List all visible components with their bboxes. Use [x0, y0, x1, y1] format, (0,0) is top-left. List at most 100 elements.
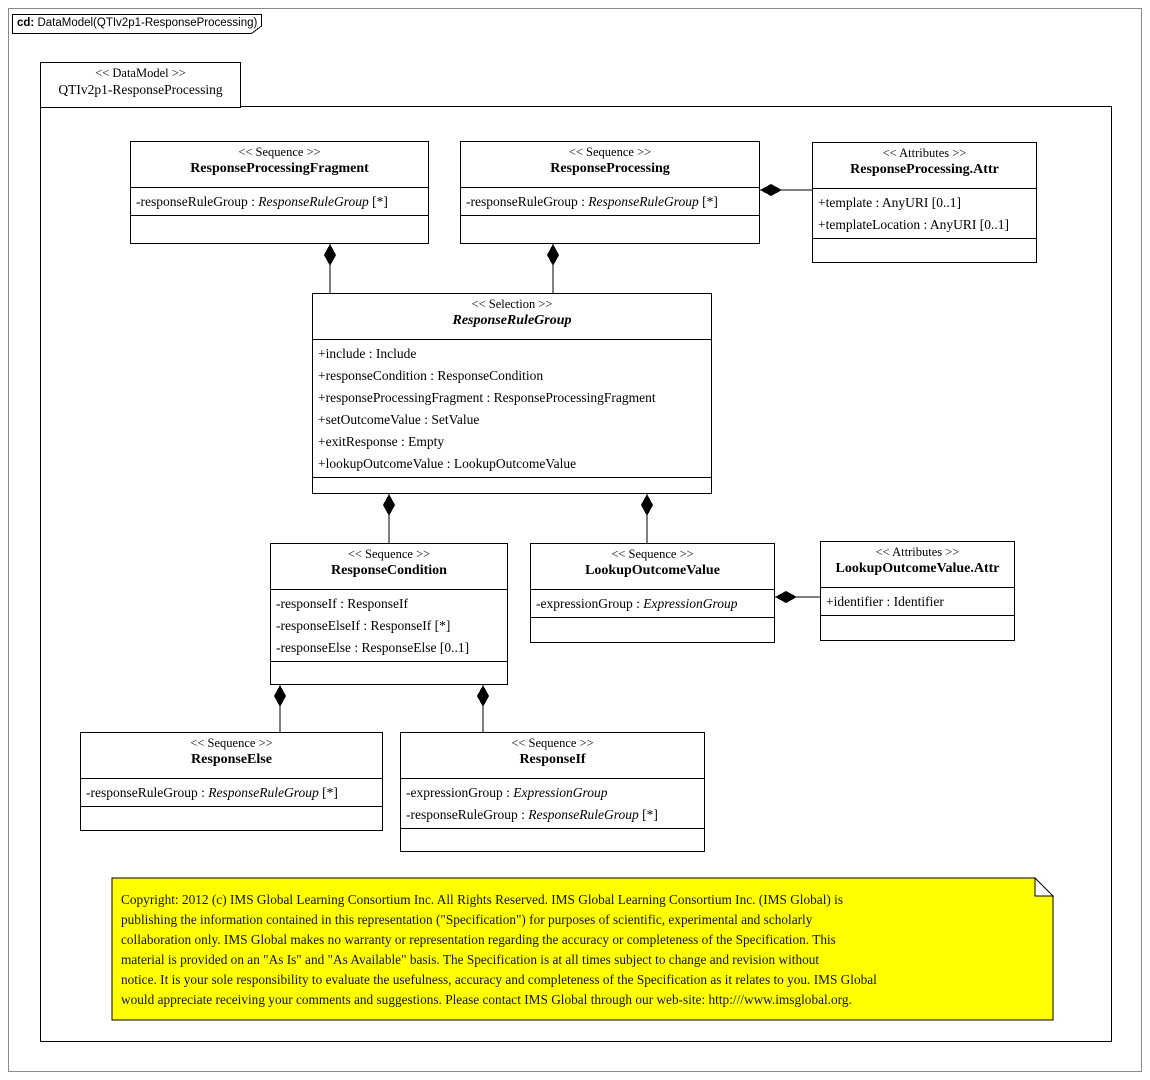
- class-box-response-if[interactable]: << Sequence >>ResponseIf-expressionGroup…: [400, 732, 705, 852]
- empty-compartment: [813, 238, 1036, 262]
- attribute-row: -responseRuleGroup : ResponseRuleGroup […: [466, 191, 756, 213]
- class-box-response-condition[interactable]: << Sequence >> ResponseCondition -response…: [270, 543, 508, 685]
- attribute-text: +setOutcomeValue : SetValue: [318, 412, 480, 427]
- copyright-note-line: material is provided on an "As Is" and "…: [121, 952, 820, 967]
- attribute-text: [*]: [638, 807, 658, 822]
- attribute-text: +responseCondition : ResponseCondition: [318, 368, 544, 383]
- frame-header[interactable]: << DataModel >> QTIv2p1-ResponseProcessi…: [40, 62, 241, 108]
- empty-compartment: [821, 615, 1014, 640]
- attributes-compartment: -expressionGroup : ExpressionGroup-respo…: [401, 778, 704, 828]
- attribute-row: -expressionGroup : ExpressionGroup: [536, 593, 771, 615]
- tab-prefix: cd:: [17, 17, 35, 29]
- attribute-row: -responseRuleGroup : ResponseRuleGroup […: [406, 804, 701, 826]
- class-stereotype: << Attributes >>: [875, 545, 960, 559]
- attribute-row: -responseRuleGroup : ResponseRuleGroup […: [136, 191, 425, 213]
- attribute-text: -responseElse : ResponseElse [0..1]: [276, 640, 470, 655]
- class-header: << Selection >>ResponseRuleGroup: [313, 294, 711, 339]
- attribute-text: -responseIf : ResponseIf: [276, 596, 408, 611]
- copyright-note-line: publishing the information contained in …: [121, 912, 813, 927]
- class-stereotype: << Sequence >>: [347, 547, 431, 561]
- attributes-compartment: +include : Include +responseCondition : R…: [313, 339, 711, 477]
- class-box-response-processing-fragment[interactable]: << Sequence >> ResponseProcessingFragment…: [130, 141, 429, 244]
- attribute-text: -responseRuleGroup :: [406, 807, 529, 822]
- class-stereotype: << Sequence >>: [511, 736, 594, 750]
- attribute-row: +lookupOutcomeValue : LookupOutcomeValue: [318, 453, 708, 475]
- attribute-text: -responseRuleGroup :: [86, 785, 209, 800]
- attribute-row: +responseCondition : ResponseCondition: [318, 365, 708, 387]
- class-name: LookupOutcomeValue.Attr: [835, 561, 1000, 576]
- attribute-row: +templateLocation : AnyURI [0..1]: [818, 214, 1033, 236]
- class-box-response-else[interactable]: << Sequence >>ResponseElse-responseRuleG…: [80, 732, 383, 831]
- attribute-text: ResponseRuleGroup: [208, 785, 319, 800]
- diagram-frame: [40, 106, 1112, 1042]
- class-stereotype: << Sequence >>: [238, 145, 321, 159]
- attribute-row: +setOutcomeValue : SetValue: [318, 409, 708, 431]
- attribute-text: -expressionGroup :: [536, 596, 644, 611]
- class-box-response-processing[interactable]: << Sequence >> ResponseProcessing -respons…: [460, 141, 760, 244]
- attribute-text: +template : AnyURI [0..1]: [818, 195, 961, 210]
- class-name: ResponseProcessing.Attr: [850, 162, 999, 177]
- attributes-compartment: -responseIf : ResponseIf -responseElseIf …: [271, 589, 507, 661]
- attribute-text: [*]: [368, 194, 388, 209]
- attributes-compartment: +template : AnyURI [0..1] +templateLocati…: [813, 188, 1036, 238]
- attribute-text: ExpressionGroup: [643, 596, 738, 611]
- attribute-text: +lookupOutcomeValue : LookupOutcomeValue: [318, 456, 577, 471]
- attribute-row: -responseElseIf : ResponseIf [*]: [276, 615, 504, 637]
- outer-border: [8, 8, 1142, 1072]
- attribute-row: -expressionGroup : ExpressionGroup: [406, 782, 701, 804]
- class-box-response-processing-attr[interactable]: << Attributes >> ResponseProcessing.Attr +…: [812, 142, 1037, 263]
- attributes-compartment: +identifier : Identifier: [821, 587, 1014, 615]
- attribute-text: -responseElseIf : ResponseIf [*]: [276, 618, 451, 633]
- class-box-response-rule-group[interactable]: << Selection >>ResponseRuleGroup+include…: [312, 293, 712, 494]
- class-header: << Attributes >> LookupOutcomeValue.Attr: [821, 542, 1014, 587]
- empty-compartment: [131, 215, 428, 243]
- attribute-row: +responseProcessingFragment : ResponsePr…: [318, 387, 708, 409]
- class-box-lookup-outcome-value[interactable]: << Sequence >> LookupOutcomeValue -express…: [530, 543, 775, 643]
- class-stereotype: << Attributes >>: [882, 146, 967, 160]
- empty-compartment: [81, 806, 382, 830]
- class-box-lookup-outcome-value-attr[interactable]: << Attributes >> LookupOutcomeValue.Attr +…: [820, 541, 1015, 641]
- attribute-row: -responseElse : ResponseElse [0..1]: [276, 637, 504, 659]
- attribute-text: ResponseRuleGroup: [258, 194, 369, 209]
- attribute-text: [*]: [318, 785, 338, 800]
- tab-title: DataModel(QTIv2p1-ResponseProcessing): [34, 17, 258, 29]
- empty-compartment: [401, 828, 704, 851]
- empty-compartment: [531, 617, 774, 642]
- class-name: ResponseProcessing: [550, 161, 670, 176]
- attribute-text: +exitResponse : Empty: [318, 434, 445, 449]
- class-name: LookupOutcomeValue: [585, 563, 720, 578]
- attribute-text: -expressionGroup :: [406, 785, 514, 800]
- copyright-note-line: notice. It is your sole responsibility t…: [121, 972, 877, 987]
- class-header: << Sequence >>ResponseIf: [401, 733, 704, 778]
- empty-compartment: [313, 477, 711, 493]
- class-name: ResponseCondition: [331, 563, 447, 578]
- class-stereotype: << Sequence >>: [190, 736, 273, 750]
- class-header: << Sequence >> LookupOutcomeValue: [531, 544, 774, 589]
- class-header: << Sequence >> ResponseProcessingFragment: [131, 142, 428, 187]
- attributes-compartment: -responseRuleGroup : ResponseRuleGroup […: [131, 187, 428, 215]
- attribute-text: ResponseRuleGroup: [528, 807, 639, 822]
- attribute-row: +identifier : Identifier: [826, 591, 1011, 613]
- empty-compartment: [271, 661, 507, 684]
- attribute-text: +include : Include: [318, 346, 417, 361]
- attribute-text: [*]: [698, 194, 718, 209]
- attributes-compartment: -responseRuleGroup : ResponseRuleGroup […: [81, 778, 382, 806]
- attributes-compartment: -expressionGroup : ExpressionGroup: [531, 589, 774, 617]
- class-header: << Attributes >> ResponseProcessing.Attr: [813, 143, 1036, 188]
- attributes-compartment: -responseRuleGroup : ResponseRuleGroup […: [461, 187, 759, 215]
- class-name: ResponseProcessingFragment: [190, 161, 369, 176]
- attribute-text: -responseRuleGroup :: [466, 194, 589, 209]
- class-header: << Sequence >>ResponseElse: [81, 733, 382, 778]
- class-stereotype: << Selection >>: [471, 297, 553, 311]
- copyright-note-line: Copyright: 2012 (c) IMS Global Learning …: [121, 892, 844, 907]
- diagram-tab: cd: DataModel(QTIv2p1-ResponseProcessing…: [17, 17, 257, 29]
- attribute-row: +template : AnyURI [0..1]: [818, 192, 1033, 214]
- class-stereotype: << Sequence >>: [568, 145, 652, 159]
- class-stereotype: << Sequence >>: [611, 547, 694, 561]
- copyright-note-line: collaboration only. IMS Global makes no …: [121, 932, 836, 947]
- frame-stereotype: << DataModel >>: [95, 66, 186, 80]
- attribute-text: +responseProcessingFragment : ResponsePr…: [318, 390, 656, 405]
- attribute-text: +identifier : Identifier: [826, 594, 944, 609]
- attribute-text: ExpressionGroup: [513, 785, 608, 800]
